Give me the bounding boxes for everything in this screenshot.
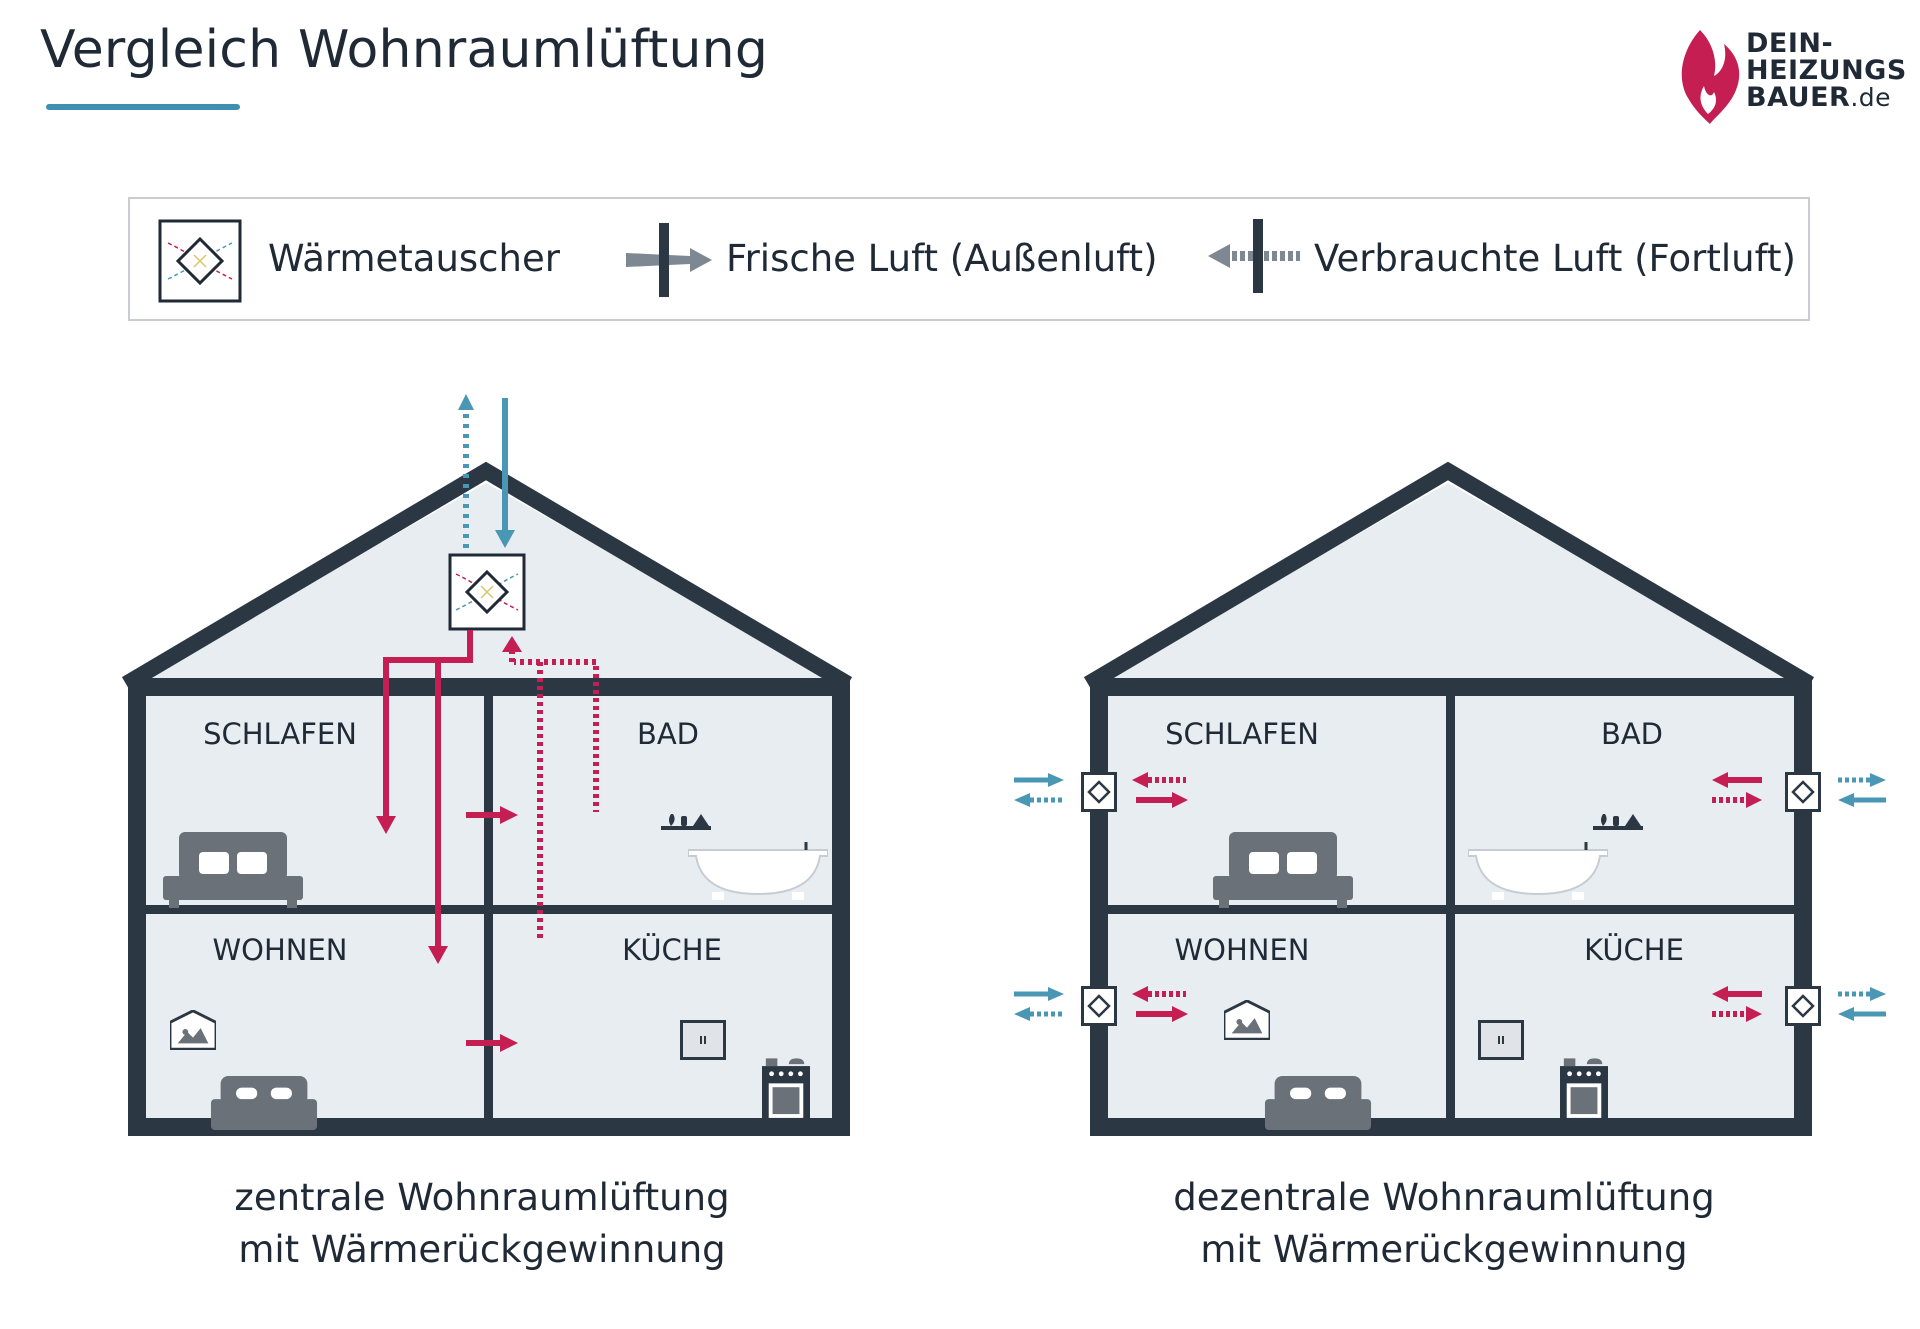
left-caption-line-2: mit Wärmerückgewinnung [238,1228,726,1271]
decentral-unit-icon [1785,772,1821,812]
exhaust-duct-arrowhead [458,394,474,410]
decentral-unit-icon [1785,986,1821,1026]
extract-air-ducts [502,636,599,938]
right-room-label-schlafen: SCHLAFEN [1165,717,1319,751]
right-caption-line-2: mit Wärmerückgewinnung [1200,1228,1688,1271]
right-house-ceiling [1090,678,1812,696]
legend-fresh-air-icon [626,223,712,297]
right-unit-kueche [1712,986,1886,1026]
right-house-attic [1102,483,1796,680]
right-caption: dezentrale Wohnraumlüftung mit Wärmerück… [1064,1172,1824,1276]
left-room-label-schlafen: SCHLAFEN [203,717,357,751]
right-room-label-kueche: KÜCHE [1584,933,1684,967]
legend-exhaust-air-icon [1208,219,1300,293]
left-caption: zentrale Wohnraumlüftung mit Wärmerückge… [102,1172,862,1276]
right-room-label-bad: BAD [1601,717,1663,751]
right-unit-wohnen [1014,986,1188,1026]
legend-heat-exchanger-icon [158,219,242,303]
legend-label-heat-exchanger: Wärmetauscher [268,237,560,280]
left-house-roof [121,461,853,691]
legend-label-fresh-air: Frische Luft (Außenluft) [726,237,1158,280]
left-caption-line-1: zentrale Wohnraumlüftung [234,1176,730,1219]
left-house: SCHLAFEN BAD WOHNEN KÜCHE [121,394,853,1136]
title-underline [46,104,240,110]
left-house-ceiling [128,678,850,696]
left-house-wall-right [832,678,850,1136]
flame-logo-icon [1681,30,1740,124]
supply-air-ducts [376,630,518,1052]
right-unit-schlafen [1014,772,1188,812]
fresh-air-duct-arrowhead [495,530,515,548]
logo-line-2: HEIZUNGS [1746,55,1907,86]
left-room-label-wohnen: WOHNEN [212,933,347,967]
left-bed-icon [163,832,303,908]
logo-line-1: DEIN- [1746,28,1834,59]
decentral-unit-icon [1081,772,1117,812]
right-unit-bad [1712,772,1886,812]
right-bed-icon [1213,832,1353,908]
logo-suffix: .de [1850,83,1892,112]
left-kitchen-cabinet-icon [680,1020,726,1060]
right-caption-line-1: dezentrale Wohnraumlüftung [1173,1176,1715,1219]
left-room-label-kueche: KÜCHE [622,933,722,967]
left-room-label-bad: BAD [637,717,699,751]
right-sofa-icon [1264,1076,1372,1130]
right-house-roof [1083,461,1815,691]
page-title: Vergleich Wohnraumlüftung [40,20,769,80]
right-house-inner-wall [1446,692,1455,1122]
right-room-label-wohnen: WOHNEN [1174,933,1309,967]
right-stove-icon [1560,1058,1608,1126]
left-stove-icon [762,1058,810,1126]
right-kitchen-cabinet-icon [1478,1020,1524,1060]
brand-logo: DEIN- HEIZUNGS BAUER.de [1678,26,1907,126]
right-house: SCHLAFEN BAD WOHNEN KÜCHE [1014,461,1886,1136]
central-heat-exchanger-icon [448,553,526,631]
left-sofa-icon [210,1076,318,1130]
decentral-unit-icon [1081,986,1117,1026]
legend: Wärmetauscher Frische Luft (Außenluft) V… [128,197,1810,321]
logo-line-3: BAUER [1746,82,1851,113]
left-house-inner-wall [484,692,493,1122]
left-house-wall-left [128,678,146,1136]
legend-label-exhaust-air: Verbrauchte Luft (Fortluft) [1314,237,1796,280]
